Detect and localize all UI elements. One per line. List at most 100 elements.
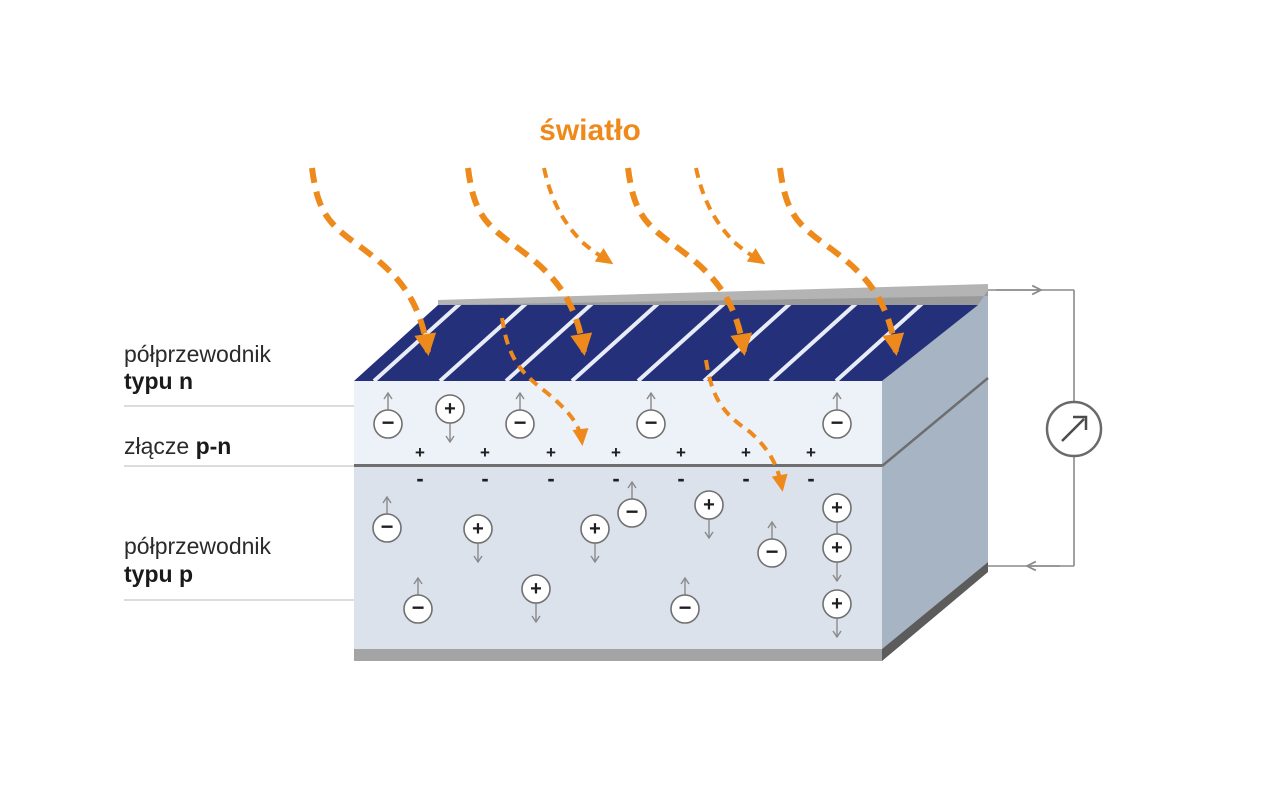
svg-text:+: + (831, 537, 843, 559)
minus-charge-icon (636, 409, 666, 439)
positive-hole: + (822, 533, 852, 583)
junction-negative-sign: - (547, 466, 554, 491)
junction-positive-sign: + (741, 443, 751, 462)
plus-charge-icon (822, 589, 852, 619)
n-label-line1: półprzewodnik (124, 341, 272, 367)
svg-text:+: + (831, 497, 843, 519)
positive-hole: + (580, 514, 610, 564)
junction-negative-sign: - (677, 466, 684, 491)
svg-text:+: + (444, 398, 456, 420)
positive-hole: + (521, 574, 551, 624)
svg-text:+: + (530, 578, 542, 600)
junction-positive-sign: + (415, 443, 425, 462)
n-layer-front (354, 381, 882, 464)
svg-text:+: + (472, 518, 484, 540)
light-rays (309, 167, 905, 492)
light-ray-arrowhead (746, 248, 766, 265)
negative-electron: − (505, 391, 535, 439)
light-ray (625, 167, 753, 356)
contact-finger (570, 305, 664, 381)
cell-top-face (354, 305, 978, 381)
minus-charge-icon (670, 594, 700, 624)
svg-text:−: − (679, 595, 692, 620)
junction-negative-sign: - (742, 466, 749, 491)
p-layer-front (354, 466, 882, 649)
light-ray (500, 317, 589, 446)
contact-finger (834, 305, 928, 381)
minus-charge-icon (372, 513, 402, 543)
plus-charge-icon (463, 514, 493, 544)
contact-finger (768, 305, 862, 381)
light-ray-arrowhead (572, 428, 589, 446)
contact-finger (636, 305, 730, 381)
light-ray (465, 167, 593, 356)
junction-positive-sign: + (806, 443, 816, 462)
light-ray (309, 167, 437, 356)
mobile-charges: −+−−−−++−++−+−+−+ (372, 391, 852, 639)
contact-finger (438, 305, 532, 381)
ammeter-icon (1045, 400, 1103, 458)
light-ray-arrowhead (594, 248, 614, 265)
negative-electron: − (372, 495, 402, 543)
junction-positive-sign: + (611, 443, 621, 462)
positive-hole: + (694, 490, 724, 540)
minus-charge-icon (617, 498, 647, 528)
plus-charge-icon (580, 514, 610, 544)
junction-label: złącze p-n (124, 433, 231, 459)
p-label-line2: typu p (124, 561, 193, 587)
svg-text:+: + (703, 494, 715, 516)
svg-text:−: − (645, 410, 658, 435)
light-ray-arrowhead (771, 473, 788, 492)
p-label-line1: półprzewodnik (124, 533, 272, 559)
positive-hole: + (435, 394, 465, 444)
svg-text:−: − (626, 499, 639, 524)
junction-positive-sign: + (480, 443, 490, 462)
light-ray (704, 359, 788, 492)
svg-text:−: − (766, 539, 779, 564)
svg-text:−: − (831, 410, 844, 435)
n-label-line2: typu n (124, 368, 193, 394)
cell-side-bottom-contact (882, 562, 988, 661)
external-circuit (988, 290, 1103, 566)
negative-electron: − (373, 391, 403, 439)
svg-text:+: + (589, 518, 601, 540)
junction-negative-sign: - (612, 466, 619, 491)
plus-charge-icon (435, 394, 465, 424)
negative-electron: − (670, 576, 700, 624)
svg-text:+: + (831, 593, 843, 615)
light-ray-arrowhead (882, 332, 905, 356)
minus-charge-icon (373, 409, 403, 439)
minus-charge-icon (822, 409, 852, 439)
negative-electron: − (403, 576, 433, 624)
negative-electron: − (822, 391, 852, 439)
plus-charge-icon (521, 574, 551, 604)
junction-positive-sign: + (546, 443, 556, 462)
junction-negative-sign: - (807, 466, 814, 491)
junction-label-bold: p-n (196, 433, 232, 459)
light-ray (694, 167, 766, 265)
svg-text:−: − (381, 514, 394, 539)
cell-side-face (882, 290, 988, 649)
junction-negative-sign: - (416, 466, 423, 491)
plus-charge-icon (694, 490, 724, 520)
junction-label-prefix: złącze (124, 433, 196, 459)
positive-hole: + (463, 514, 493, 564)
svg-text:−: − (382, 410, 395, 435)
svg-text:−: − (514, 410, 527, 435)
plus-charge-icon (822, 533, 852, 563)
contact-fingers (372, 305, 978, 381)
light-ray-arrowhead (414, 332, 437, 356)
pn-junction-line (354, 464, 882, 467)
junction-positive-sign: + (676, 443, 686, 462)
light-ray (777, 167, 905, 356)
svg-text:−: − (412, 595, 425, 620)
top-contact-edge (438, 290, 988, 305)
minus-charge-icon (757, 538, 787, 568)
negative-electron: − (636, 391, 666, 439)
minus-charge-icon (403, 594, 433, 624)
negative-electron: − (617, 480, 647, 528)
diagram-title: światło (539, 114, 641, 147)
junction-negative-sign: - (481, 466, 488, 491)
bottom-contact (354, 649, 882, 661)
